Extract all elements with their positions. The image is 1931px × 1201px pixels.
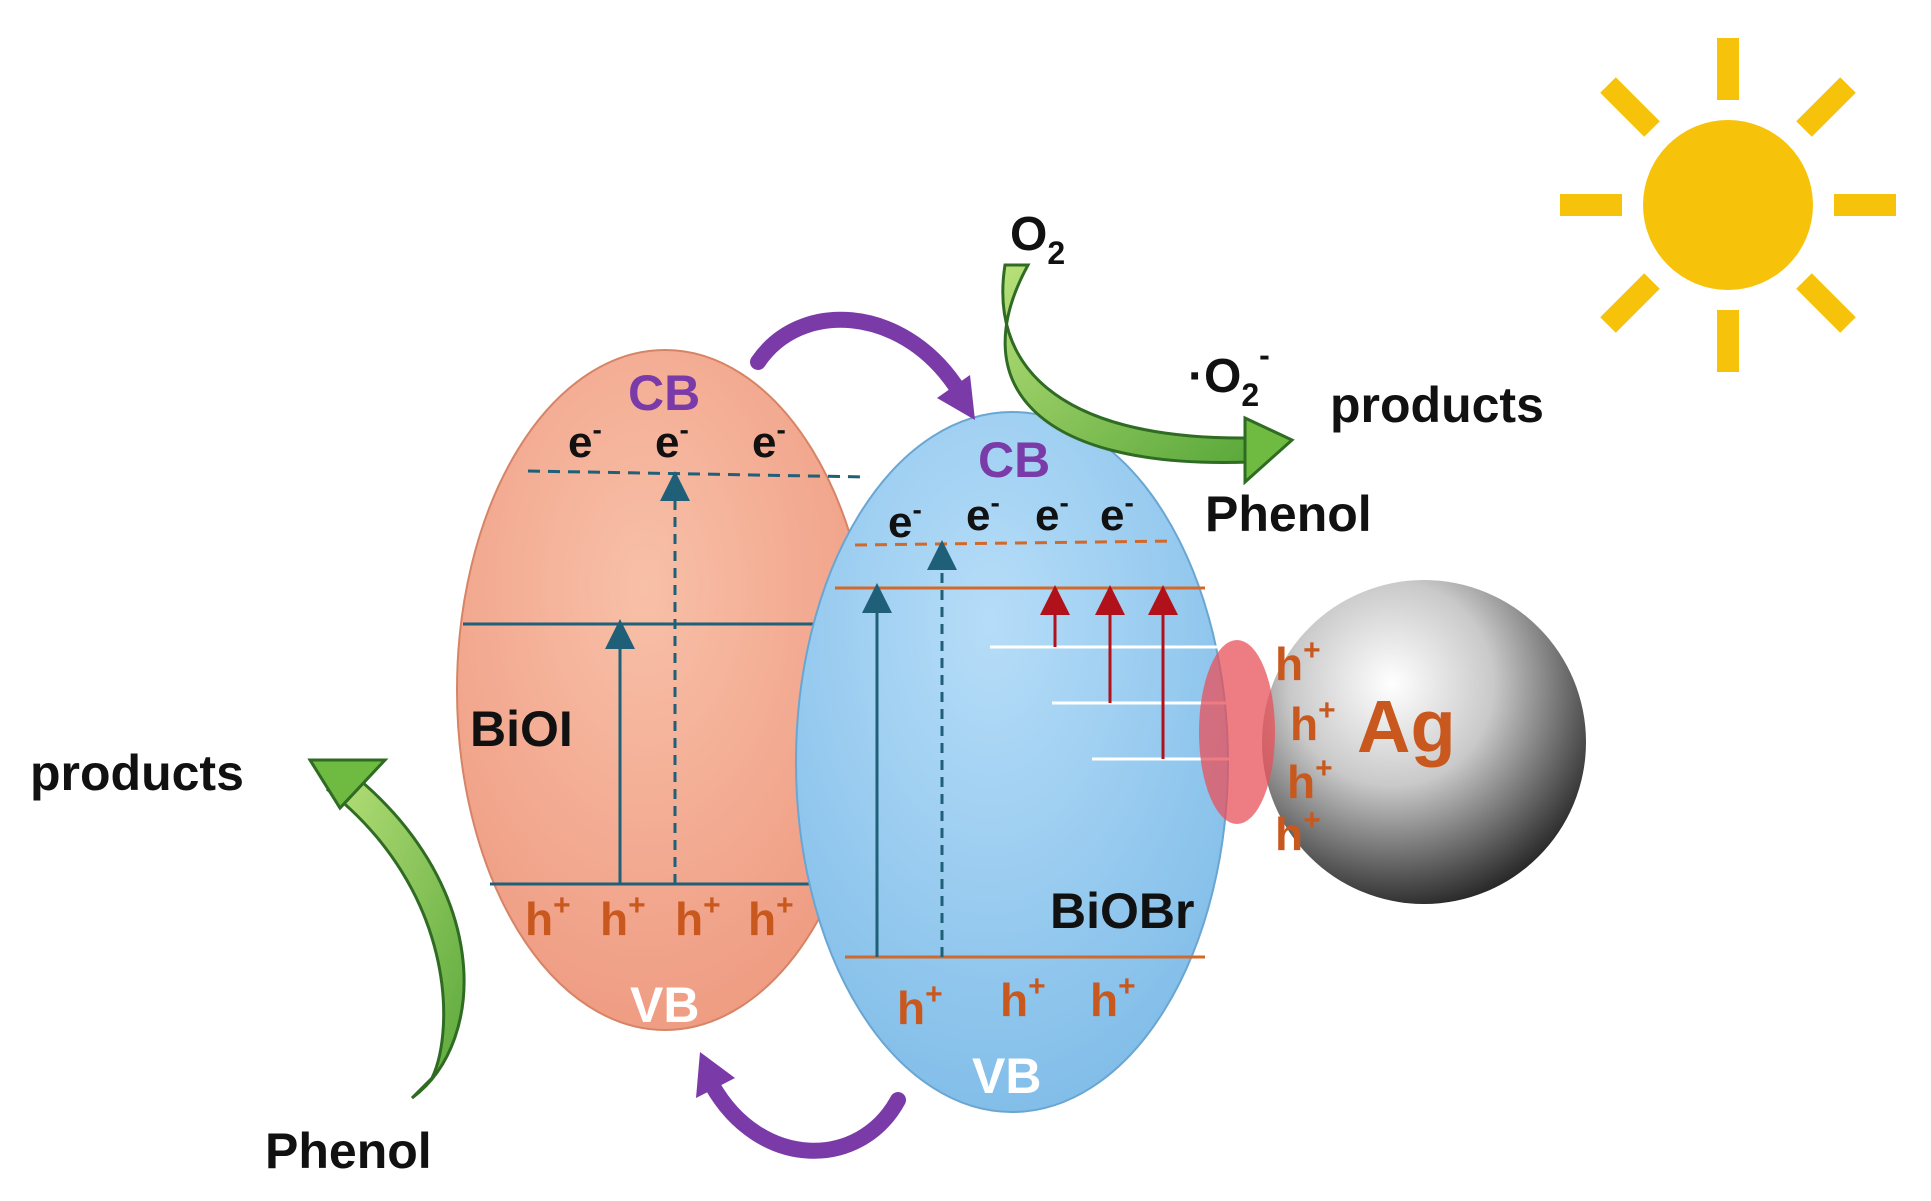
green-arrow-phenol-to-products xyxy=(307,758,466,1100)
phenol-label-left: Phenol xyxy=(265,1123,432,1179)
schottky-interface-region xyxy=(1199,640,1275,824)
svg-text:h+: h+ xyxy=(600,889,646,945)
biobr-holes: h+ h+ h+ xyxy=(897,970,1136,1034)
products-label-left: products xyxy=(30,745,244,801)
ag-to-cb-red-arrows xyxy=(1040,585,1178,759)
bioi-vb-label: VB xyxy=(630,977,699,1033)
biobr-vb-label: VB xyxy=(972,1048,1041,1104)
ag-holes: h+ h+ h+ h+ xyxy=(1275,634,1336,860)
sun-icon xyxy=(1560,38,1896,372)
svg-text:h+: h+ xyxy=(1287,752,1333,808)
green-arrow-o2-to-superoxide xyxy=(1001,263,1295,486)
svg-text:e-: e- xyxy=(1035,487,1069,540)
biobr-electrons: e- e- e- e- xyxy=(888,487,1134,547)
svg-text:e-: e- xyxy=(655,414,689,467)
svg-text:h+: h+ xyxy=(1275,804,1321,860)
biobr-cb-label: CB xyxy=(978,432,1050,488)
purple-curved-arrow-bottom xyxy=(696,1052,906,1159)
svg-text:h+: h+ xyxy=(525,889,571,945)
silver-sphere-icon xyxy=(1262,580,1586,904)
svg-text:h+: h+ xyxy=(1000,970,1046,1026)
svg-text:h+: h+ xyxy=(675,889,721,945)
ag-label: Ag xyxy=(1357,685,1456,768)
svg-text:h+: h+ xyxy=(1275,634,1321,690)
svg-text:h+: h+ xyxy=(748,889,794,945)
svg-text:h+: h+ xyxy=(1290,694,1336,750)
purple-curved-arrow-top xyxy=(750,311,975,420)
svg-text:e-: e- xyxy=(966,487,1000,540)
svg-text:h+: h+ xyxy=(897,978,943,1034)
svg-text:e-: e- xyxy=(888,494,922,547)
phenol-label-right: Phenol xyxy=(1205,486,1372,542)
svg-text:e-: e- xyxy=(752,414,786,467)
bioi-label: BiOI xyxy=(470,701,573,757)
bioi-holes: h+ h+ h+ h+ xyxy=(525,889,794,945)
bioi-cb-label: CB xyxy=(628,365,700,421)
bioi-cb-dashed-line xyxy=(527,469,869,479)
svg-text:e-: e- xyxy=(1100,487,1134,540)
bioi-electrons: e- e- e- xyxy=(568,414,786,467)
biobr-cb-dashed-line xyxy=(854,539,1176,547)
svg-text:h+: h+ xyxy=(1090,970,1136,1026)
o2-label: O2 xyxy=(1010,208,1065,271)
products-label-right: products xyxy=(1330,377,1544,433)
superoxide-label: ·O2- xyxy=(1188,337,1270,413)
biobr-label: BiOBr xyxy=(1050,883,1194,939)
svg-text:e-: e- xyxy=(568,414,602,467)
